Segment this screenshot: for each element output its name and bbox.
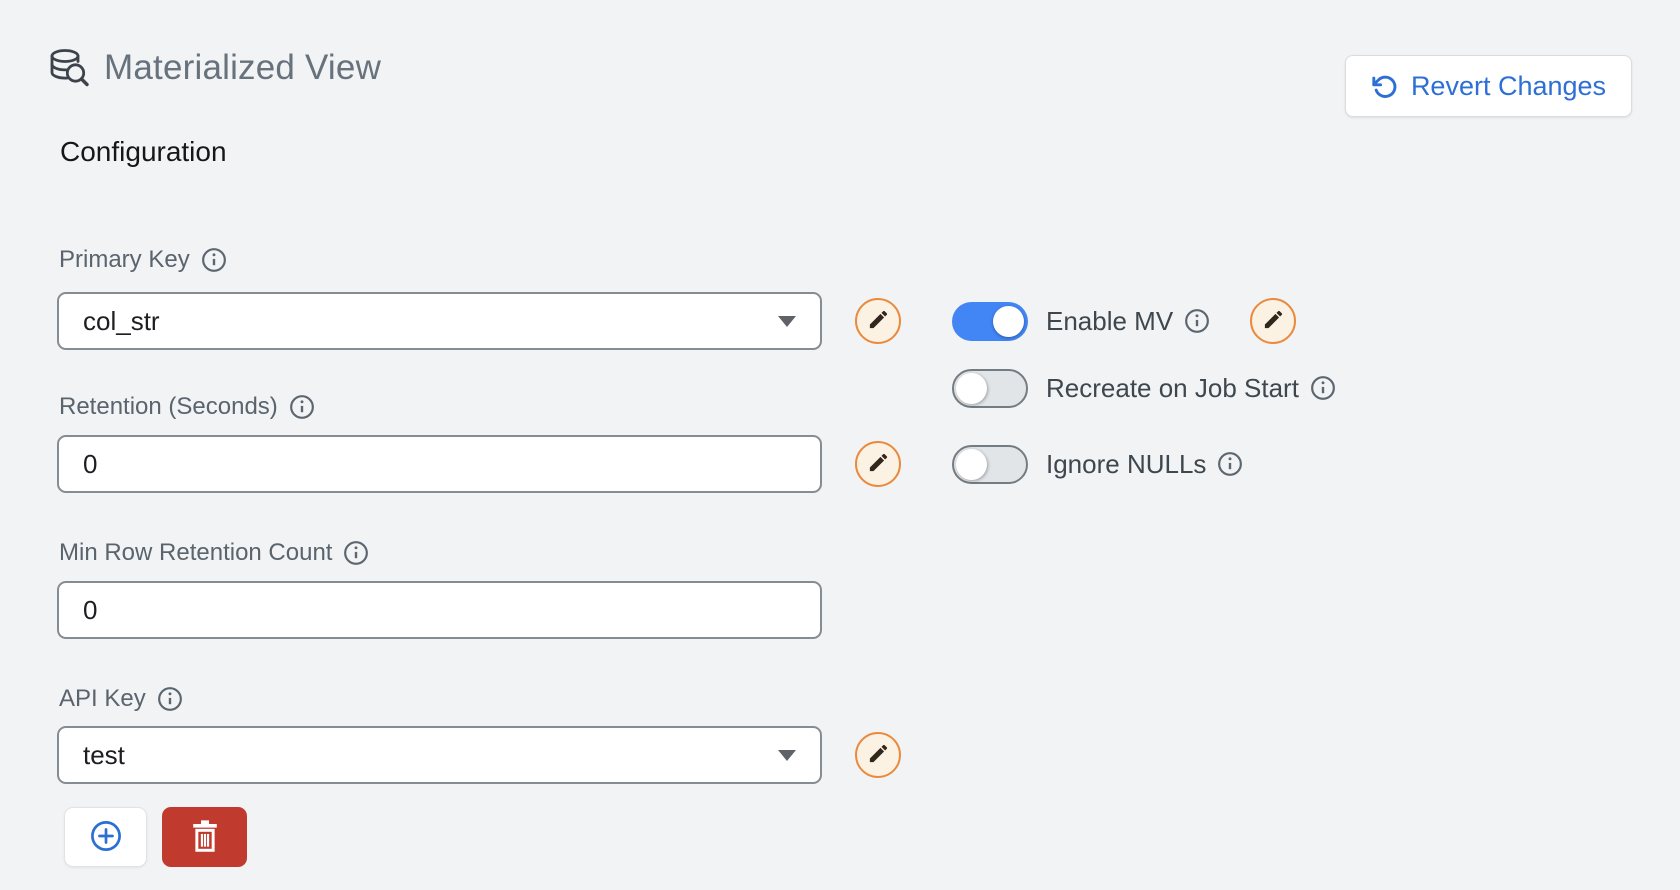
plus-circle-icon xyxy=(89,819,123,856)
retention-seconds-edit-button[interactable] xyxy=(855,441,901,487)
pencil-icon xyxy=(867,742,890,768)
pencil-icon xyxy=(1262,308,1285,334)
retention-seconds-label: Retention (Seconds) xyxy=(59,393,315,421)
chevron-down-icon xyxy=(778,315,796,327)
enable-mv-toggle[interactable] xyxy=(952,301,1028,341)
info-icon[interactable] xyxy=(1184,308,1210,334)
pencil-icon xyxy=(867,451,890,477)
pencil-icon xyxy=(867,308,890,334)
section-title: Configuration xyxy=(60,136,227,167)
min-row-retention-count-input[interactable] xyxy=(57,581,822,639)
api-key-value: test xyxy=(83,739,125,770)
toggle-knob xyxy=(956,372,987,404)
min-row-retention-count-label: Min Row Retention Count xyxy=(59,539,369,567)
enable-mv-label: Enable MV xyxy=(1046,305,1174,336)
add-api-key-button[interactable] xyxy=(64,807,147,867)
primary-key-select[interactable]: col_str xyxy=(57,292,822,350)
materialized-view-icon xyxy=(46,46,90,90)
api-key-edit-button[interactable] xyxy=(855,732,901,778)
page-title: Materialized View xyxy=(104,48,382,87)
info-icon[interactable] xyxy=(201,247,227,273)
info-icon[interactable] xyxy=(157,686,183,712)
primary-key-value: col_str xyxy=(83,305,160,336)
revert-changes-label: Revert Changes xyxy=(1410,70,1607,101)
info-icon[interactable] xyxy=(1310,375,1336,401)
toggle-knob xyxy=(956,448,987,480)
info-icon[interactable] xyxy=(289,394,315,420)
api-key-label: API Key xyxy=(59,685,183,713)
ignore-nulls-label: Ignore NULLs xyxy=(1046,448,1207,479)
enable-mv-edit-button[interactable] xyxy=(1250,298,1297,344)
primary-key-edit-button[interactable] xyxy=(855,298,901,344)
revert-changes-button[interactable]: Revert Changes xyxy=(1345,55,1632,117)
chevron-down-icon xyxy=(778,749,796,761)
info-icon[interactable] xyxy=(1217,451,1243,477)
toggle-knob xyxy=(993,305,1024,337)
recreate-on-job-start-toggle[interactable] xyxy=(952,368,1028,408)
trash-icon xyxy=(190,819,220,856)
retention-seconds-input[interactable] xyxy=(57,435,822,493)
ignore-nulls-toggle[interactable] xyxy=(952,444,1028,484)
undo-icon xyxy=(1371,73,1398,100)
delete-api-key-button[interactable] xyxy=(162,807,247,867)
info-icon[interactable] xyxy=(343,540,369,566)
primary-key-label: Primary Key xyxy=(59,246,227,274)
api-key-select[interactable]: test xyxy=(57,726,822,784)
recreate-on-job-start-label: Recreate on Job Start xyxy=(1046,372,1299,403)
